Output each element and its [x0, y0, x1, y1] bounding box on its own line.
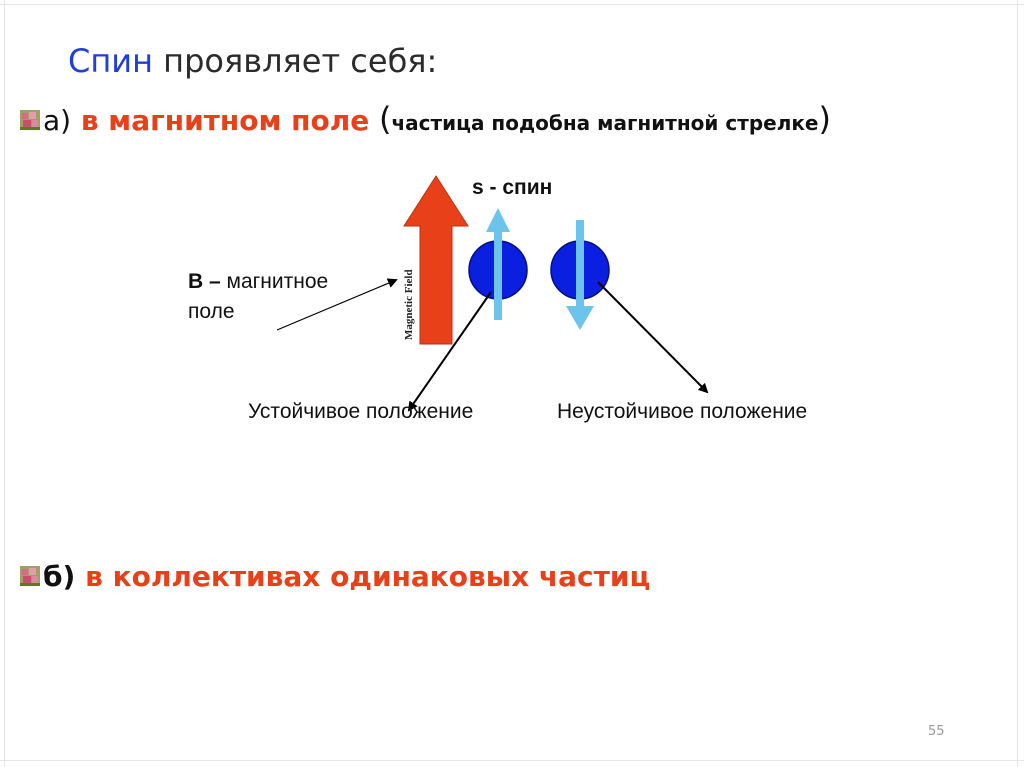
unstable-pointer-arrow — [597, 281, 709, 394]
spin-label: s - спин — [472, 176, 553, 199]
b-label-rest: магнитное — [220, 270, 329, 293]
title-rest: проявляет себя: — [152, 42, 438, 80]
page-number: 55 — [928, 724, 945, 739]
item-b-marker: б) — [43, 560, 76, 593]
title-accent: Спин — [68, 42, 153, 80]
slide-title: Спин проявляет себя: — [68, 42, 437, 80]
frame-border-bottom — [0, 760, 1024, 761]
b-label-bold: B – — [188, 270, 221, 293]
unstable-spin-particle — [550, 220, 610, 330]
frame-border-left — [4, 0, 5, 767]
frame-border-right — [1017, 0, 1018, 767]
bullet-icon — [20, 110, 40, 130]
item-a-red-text: в магнитном поле — [71, 104, 379, 137]
stable-spin-particle — [468, 208, 528, 320]
bullet-item-b: б) в коллективах одинаковых частиц — [20, 560, 650, 593]
magnetic-field-b-label: B – магнитное поле — [188, 267, 328, 327]
unstable-position-label: Неустойчивое положение — [557, 400, 808, 423]
b-pointer-arrow — [276, 278, 398, 331]
item-b-red-text: в коллективах одинаковых частиц — [75, 560, 651, 593]
item-a-close-paren: ) — [818, 100, 831, 138]
item-a-open-paren: ( — [378, 100, 392, 138]
frame-border-top — [0, 4, 1024, 5]
magnetic-field-arrow — [403, 175, 469, 345]
item-a-marker: а) — [43, 104, 72, 137]
stable-pointer-arrow — [407, 291, 492, 412]
b-label-line2: поле — [188, 300, 235, 323]
stable-position-label: Устойчивое положение — [248, 400, 474, 423]
item-a-small-text: частица подобна магнитной стрелке — [391, 111, 819, 135]
magnetic-field-label: Magnetic Field — [403, 269, 415, 340]
bullet-item-a: а) в магнитном поле (частица подобна маг… — [20, 100, 831, 138]
bullet-icon — [20, 566, 40, 586]
